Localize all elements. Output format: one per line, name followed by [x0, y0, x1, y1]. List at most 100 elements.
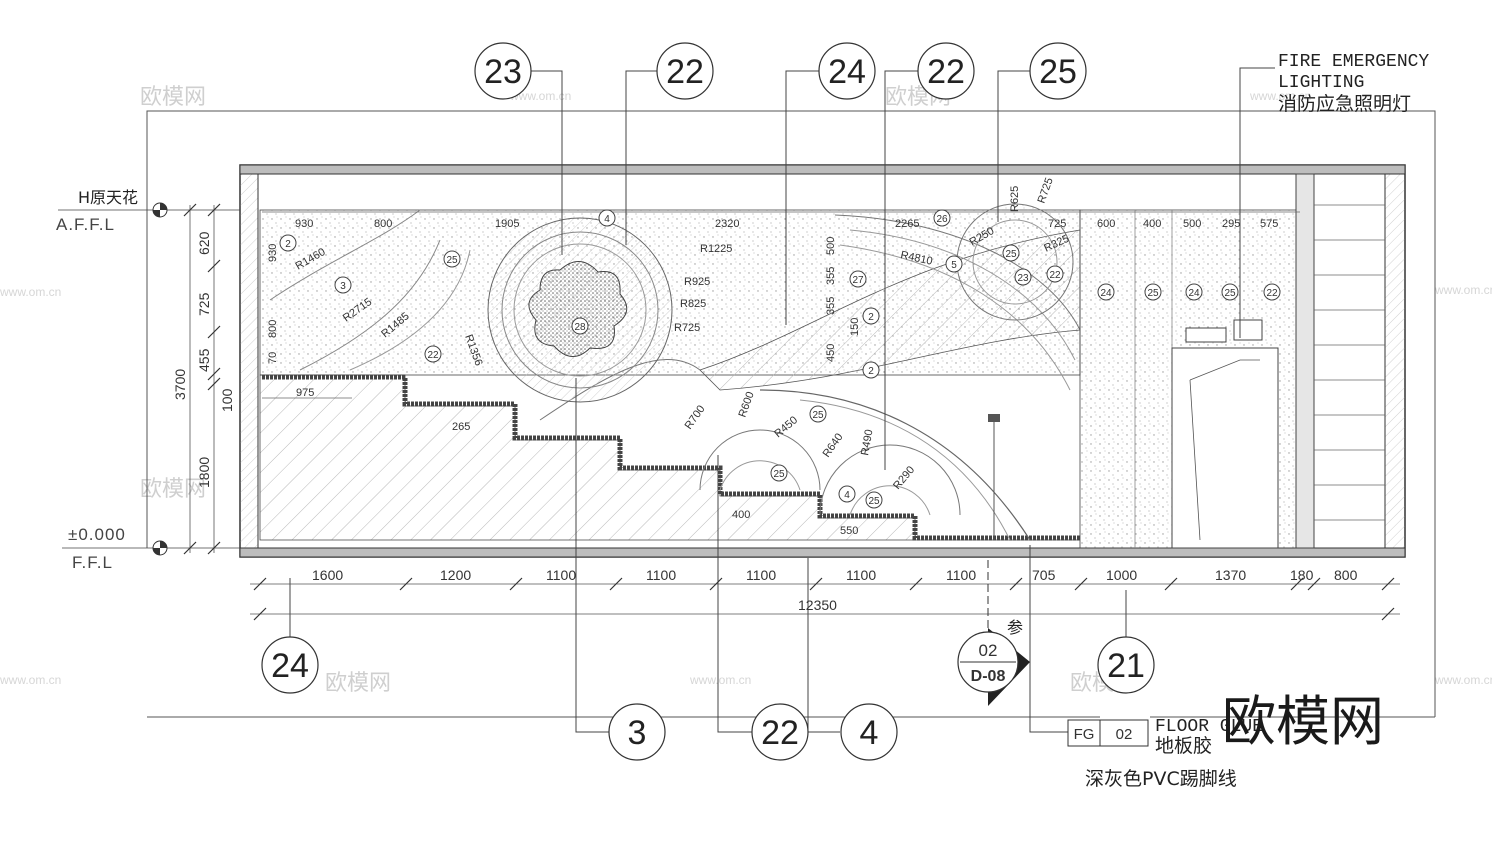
dim-text: 575 — [1260, 218, 1278, 230]
dim-text: 450 — [825, 344, 837, 362]
svg-text:24: 24 — [1100, 288, 1112, 299]
dim-text: 12350 — [798, 597, 837, 613]
material-marker: 2 — [862, 361, 880, 379]
svg-text:22: 22 — [927, 53, 965, 91]
dim-text: 70 — [267, 352, 279, 364]
dim-text: 1100 — [746, 567, 776, 583]
material-marker: 25 — [809, 405, 827, 423]
dim-text: 1200 — [440, 567, 471, 583]
callout-bubble: 24 — [818, 42, 876, 100]
callout-bubbles-top: 23 22 24 22 25 — [474, 42, 1087, 100]
dim-text: 705 — [1032, 567, 1056, 583]
note-line: 消防应急照明灯 — [1278, 93, 1411, 115]
callout-bubble: 22 — [751, 703, 809, 761]
svg-text:25: 25 — [812, 410, 824, 421]
level-markers: H原天花 A.F.F.L ±0.000 F.F.L — [56, 188, 240, 572]
svg-text:3: 3 — [340, 281, 346, 292]
material-marker: 25 — [443, 250, 461, 268]
svg-text:25: 25 — [1005, 249, 1017, 260]
dim-text: 3700 — [172, 369, 188, 400]
floor-value: ±0.000 — [68, 525, 126, 544]
section-note: 参 — [1007, 618, 1023, 637]
floor-finish-note: FG 02 FLOOR GLUE 地板胶 深灰色PVC踢脚线 — [1067, 717, 1263, 790]
material-marker: 25 — [865, 491, 883, 509]
svg-text:24: 24 — [1188, 288, 1200, 299]
dim-text: 800 — [267, 320, 279, 338]
svg-text:25: 25 — [1147, 288, 1159, 299]
svg-text:24: 24 — [828, 53, 866, 91]
radius-label: R725 — [674, 322, 700, 334]
svg-text:23: 23 — [1017, 273, 1029, 284]
svg-text:25: 25 — [1224, 288, 1236, 299]
callout-bubble: 3 — [608, 703, 666, 761]
dim-text: 400 — [1143, 218, 1161, 230]
radius-label: R1225 — [700, 243, 732, 255]
svg-text:4: 4 — [604, 214, 610, 225]
callout-bubble: 4 — [840, 703, 898, 761]
svg-text:27: 27 — [852, 275, 864, 286]
svg-text:24: 24 — [271, 647, 309, 685]
dim-text: 725 — [196, 292, 212, 316]
dim-text: 455 — [196, 348, 212, 372]
material-marker: 4 — [598, 209, 616, 227]
watermark-url: www.om.cn — [689, 673, 751, 687]
watermark-url: www.om.cn — [1434, 283, 1492, 297]
material-marker: 25 — [1144, 283, 1162, 301]
svg-text:26: 26 — [936, 214, 948, 225]
dim-text: 1100 — [946, 567, 976, 583]
dim-text: 100 — [219, 388, 235, 412]
callout-bubble: 23 — [474, 42, 532, 100]
ceiling-code: A.F.F.L — [56, 215, 115, 234]
watermark-url: www.om.cn — [0, 285, 61, 299]
material-marker: 22 — [1263, 283, 1281, 301]
watermark-url: www.om.cn — [509, 89, 571, 103]
radius-label: R625 — [1009, 186, 1021, 212]
svg-text:2: 2 — [285, 239, 291, 250]
skirting-note: 深灰色PVC踢脚线 — [1085, 768, 1237, 790]
material-marker: 5 — [945, 255, 963, 273]
dim-text: 1000 — [1106, 567, 1137, 583]
material-marker: 23 — [1014, 268, 1032, 286]
dim-text: 355 — [825, 267, 837, 285]
material-marker: 2 — [279, 234, 297, 252]
callout-bubble: 22 — [656, 42, 714, 100]
material-marker: 24 — [1185, 283, 1203, 301]
finish-label-en: FLOOR GLUE — [1155, 717, 1263, 737]
callout-bubble: 21 — [1097, 636, 1155, 694]
fire-emergency-note: FIRE EMERGENCY LIGHTING 消防应急照明灯 — [1278, 52, 1429, 115]
material-marker: 25 — [1002, 244, 1020, 262]
dim-text: 400 — [732, 509, 750, 521]
material-marker: 25 — [770, 464, 788, 482]
elevation-panel — [239, 164, 1406, 558]
finish-code: FG — [1074, 726, 1095, 743]
svg-text:25: 25 — [773, 469, 785, 480]
dim-text: 725 — [1048, 218, 1066, 230]
material-marker: 26 — [933, 209, 951, 227]
watermark-url: www.om.cn — [0, 673, 61, 687]
material-marker: 4 — [838, 485, 856, 503]
dim-text: 2265 — [895, 218, 919, 230]
dim-text: 800 — [1334, 567, 1358, 583]
dim-text: 1100 — [546, 567, 576, 583]
watermark-brand: 欧模网 — [140, 477, 206, 502]
svg-text:4: 4 — [860, 714, 879, 752]
svg-text:22: 22 — [666, 53, 704, 91]
material-marker: 22 — [1046, 265, 1064, 283]
svg-text:25: 25 — [1039, 53, 1077, 91]
callout-bubble: 25 — [1029, 42, 1087, 100]
callout-bubble: 24 — [261, 636, 319, 694]
watermark-url: www.om.cn — [1249, 89, 1311, 103]
material-markers: 2 3 25 22 28 4 26 27 5 2 2 25 25 4 25 25… — [279, 209, 1281, 509]
note-line: LIGHTING — [1278, 73, 1364, 93]
section-number: 02 — [979, 641, 998, 660]
logo-watermark: 欧模网 — [1222, 690, 1384, 753]
material-marker: 27 — [849, 270, 867, 288]
watermark-brand: 欧模网 — [140, 85, 206, 110]
finish-label-zh: 地板胶 — [1155, 735, 1212, 757]
ceiling-label: H原天花 — [78, 188, 138, 207]
note-line: FIRE EMERGENCY — [1278, 52, 1429, 72]
dim-text: 265 — [452, 421, 470, 433]
svg-text:22: 22 — [1266, 288, 1278, 299]
inner-dimensions: 930 800 70 975 265 400 550 500 355 355 1… — [262, 237, 861, 537]
dim-text: 975 — [296, 387, 314, 399]
